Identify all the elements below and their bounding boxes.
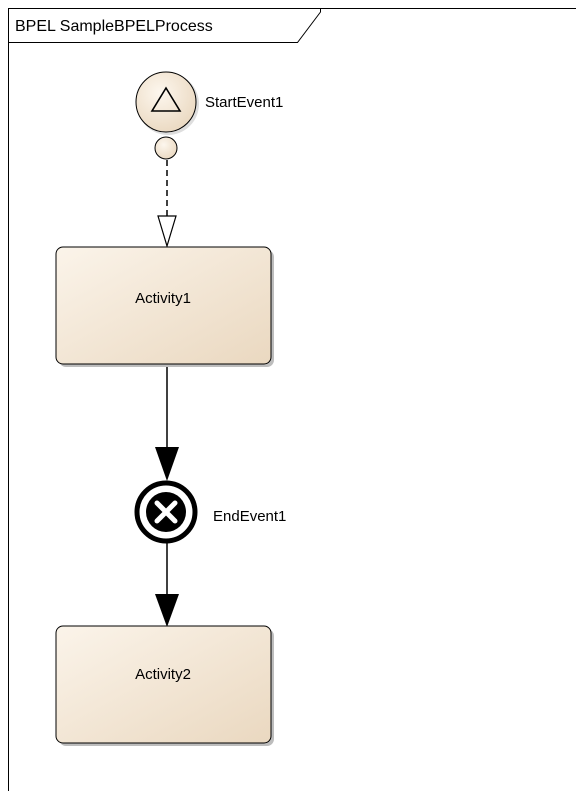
frame-title: BPEL SampleBPELProcess (15, 18, 213, 35)
start-to-activity1-connector[interactable] (157, 160, 177, 249)
start-event-port[interactable] (154, 136, 178, 160)
start-event-label: StartEvent1 (205, 94, 283, 111)
frame-title-tab: BPEL SampleBPELProcess (8, 8, 321, 43)
start-event[interactable]: StartEvent1 (135, 71, 283, 160)
end-event-label: EndEvent1 (213, 508, 286, 525)
hollow-arrowhead-icon (157, 215, 177, 249)
triangle-icon (150, 86, 182, 112)
filled-arrowhead-icon (155, 447, 179, 481)
cancel-x-icon (146, 492, 186, 532)
activity1-label: Activity1 (135, 290, 191, 307)
filled-arrowhead-icon (155, 594, 179, 627)
end-to-activity2-connector[interactable] (155, 540, 179, 627)
end-event[interactable]: EndEvent1 (134, 480, 286, 544)
activity1-node[interactable]: Activity1 (55, 246, 274, 367)
activity2-label: Activity2 (135, 666, 191, 683)
activity1-to-end-connector[interactable] (155, 366, 179, 481)
activity2-node[interactable]: Activity2 (55, 625, 274, 746)
